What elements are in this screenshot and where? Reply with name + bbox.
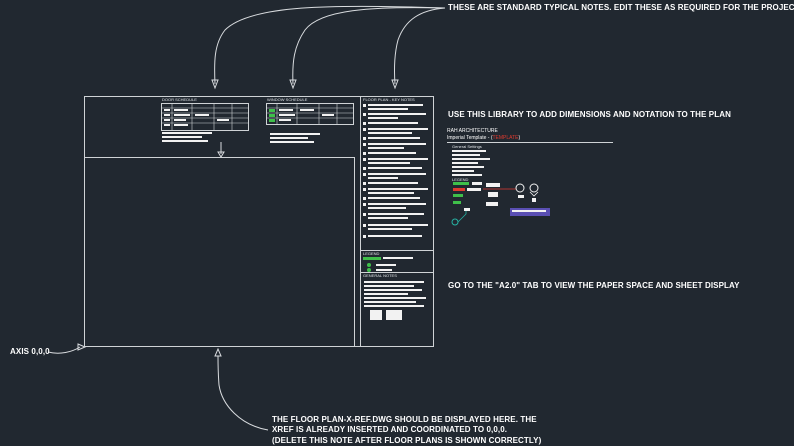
- leader-xref: [217, 355, 269, 431]
- arrowhead-axis: [77, 343, 87, 351]
- template-suffix: ): [518, 135, 521, 141]
- arrowhead-xref: [214, 347, 222, 357]
- library-settings-list: [452, 150, 490, 176]
- xref-note-line-2: XREF IS ALREADY INSERTED AND COORDINATED…: [272, 425, 508, 434]
- door-schedule-table: [161, 103, 249, 131]
- door-note-2: [162, 136, 202, 138]
- xref-note-line-1: THE FLOOR PLAN-X-REF.DWG SHOULD BE DISPL…: [272, 415, 537, 424]
- library-template: Imperial Template - (TEMPLATE): [447, 135, 520, 141]
- general-notes-title: GENERAL NOTES: [363, 273, 397, 278]
- library-rule: [447, 142, 613, 143]
- arrowhead-sched: [217, 151, 225, 158]
- door-note-3: [162, 140, 208, 142]
- library-callout: USE THIS LIBRARY TO ADD DIMENSIONS AND N…: [448, 110, 731, 119]
- window-note-2: [270, 137, 308, 139]
- key-notes-title: FLOOR PLAN - KEY NOTES: [363, 97, 415, 102]
- window-note-3: [270, 141, 314, 143]
- legend-symbols: [363, 257, 413, 272]
- legend-title: LEGEND: [363, 251, 380, 256]
- general-notes-list: [364, 281, 426, 320]
- window-note-1: [270, 133, 320, 135]
- arrowhead-3: [391, 79, 399, 90]
- window-schedule-title: WINDOW SCHEDULE: [267, 97, 308, 102]
- leader-axis: [47, 346, 81, 354]
- paper-space-callout: GO TO THE "A2.0" TAB TO VIEW THE PAPER S…: [448, 281, 740, 290]
- key-notes-list: [363, 104, 428, 238]
- library-legend-title: LEGEND: [452, 177, 469, 182]
- xref-note-line-3: (DELETE THIS NOTE AFTER FLOOR PLANS IS S…: [272, 436, 542, 445]
- template-prefix: Imperial Template - (: [447, 135, 493, 141]
- door-note-1: [162, 132, 212, 134]
- arrowhead-1: [211, 79, 219, 90]
- arrowhead-2: [289, 79, 297, 90]
- leader-top-2: [292, 7, 446, 85]
- general-notes-separator: [360, 272, 434, 273]
- leader-top-1: [214, 5, 446, 85]
- library-company: RAH ARCHITECTURE: [447, 128, 498, 134]
- library-section-title: General Settings: [452, 144, 482, 149]
- leader-top-3: [393, 7, 446, 85]
- template-tag: TEMPLATE: [492, 135, 519, 141]
- floor-plan-viewport[interactable]: [84, 157, 355, 347]
- axis-label: AXIS 0,0,0: [10, 347, 50, 356]
- window-schedule-table: [266, 103, 354, 125]
- legend-separator: [360, 250, 434, 251]
- notes-column-divider: [360, 96, 361, 347]
- library-blocks[interactable]: [450, 180, 560, 230]
- door-schedule-title: DOOR SCHEDULE: [162, 97, 197, 102]
- typical-notes-callout: THESE ARE STANDARD TYPICAL NOTES. EDIT T…: [448, 3, 794, 12]
